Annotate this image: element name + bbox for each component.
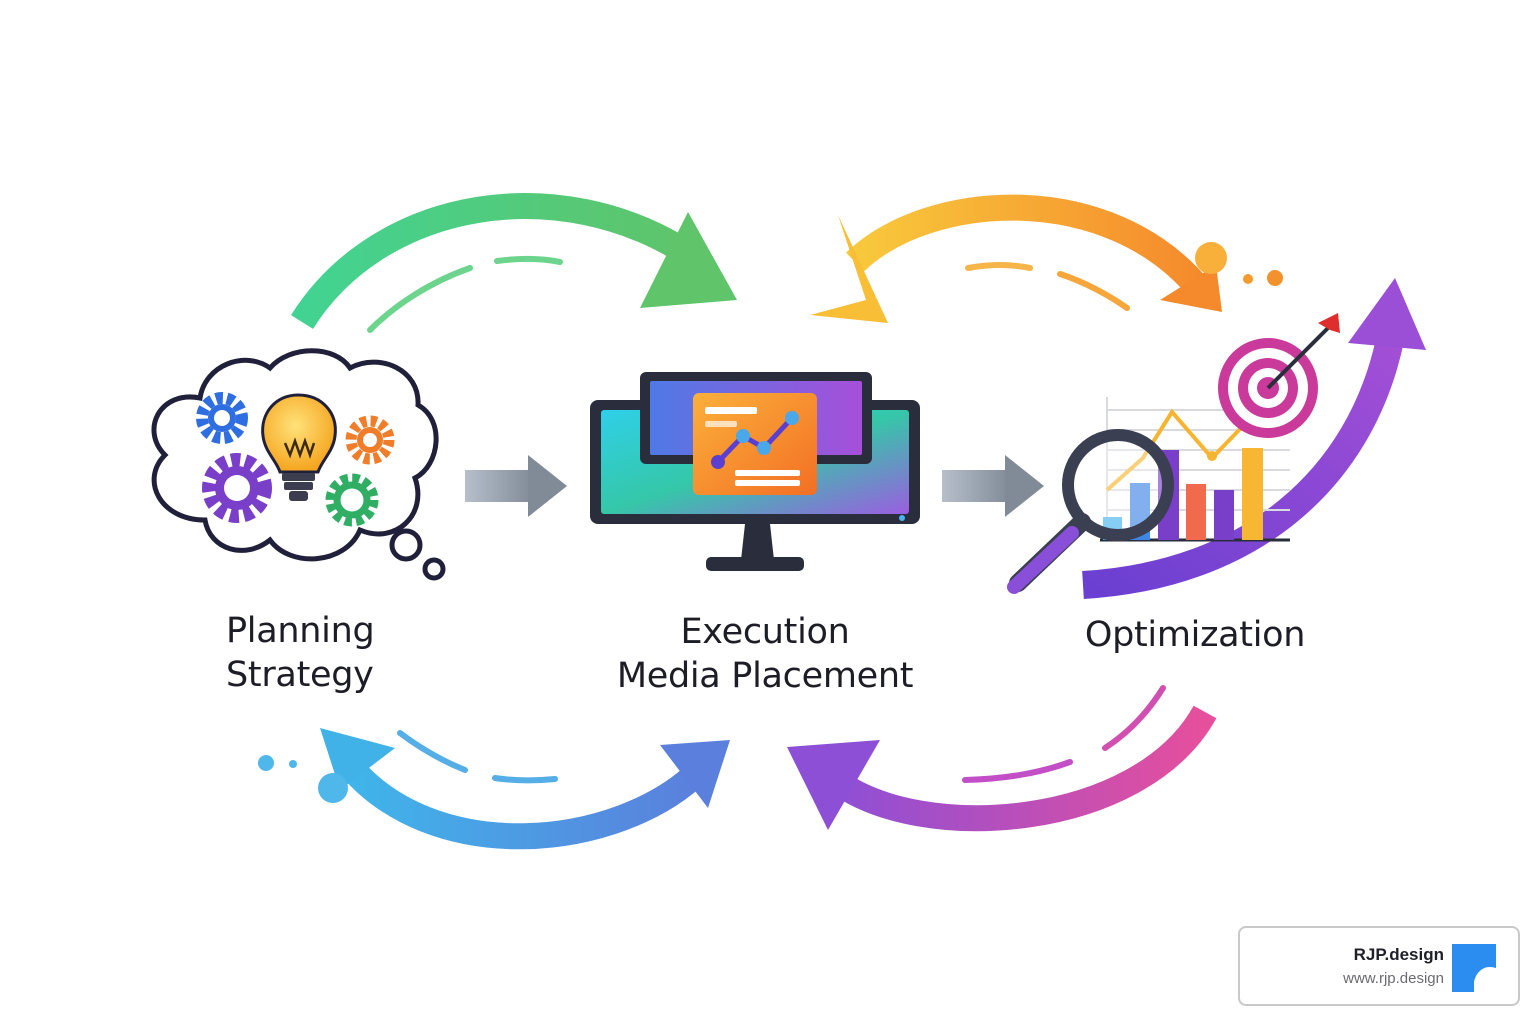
- stage-subtitle: Strategy: [226, 655, 374, 695]
- stage-title: Planning: [226, 611, 375, 651]
- stage-title: Optimization: [1084, 615, 1306, 655]
- cycle-arrow-blue: [258, 728, 730, 850]
- target-icon: [1218, 313, 1340, 438]
- magnifier-icon: [1007, 429, 1174, 594]
- connector-arrow-2: [942, 455, 1044, 517]
- connector-arrow-1: [465, 455, 567, 517]
- brand-logo-icon: [1452, 944, 1496, 992]
- cycle-arrow-green: [291, 193, 737, 333]
- growth-arrow-purple: [1082, 278, 1426, 599]
- stage-label-planning: Planning Strategy: [226, 609, 375, 697]
- stage-label-optimization: Optimization: [1060, 613, 1330, 657]
- lightbulb-icon: [261, 393, 337, 501]
- cycle-arrow-magenta: [787, 685, 1217, 832]
- gear-icon: [325, 473, 379, 527]
- line-chart-icon: [693, 393, 817, 495]
- gear-icon: [202, 453, 272, 523]
- stage-title: Execution: [680, 612, 850, 652]
- brand-name: RJP.design: [1353, 945, 1444, 964]
- brand-badge[interactable]: RJP.design www.rjp.design: [1238, 926, 1520, 1006]
- cycle-arrow-orange: [810, 194, 1283, 323]
- brand-url[interactable]: www.rjp.design: [1343, 970, 1444, 987]
- gear-icon: [196, 392, 248, 444]
- stage-subtitle: Media Placement: [616, 656, 914, 696]
- gear-icon: [345, 415, 395, 465]
- stage-label-execution: Execution Media Placement: [600, 610, 930, 698]
